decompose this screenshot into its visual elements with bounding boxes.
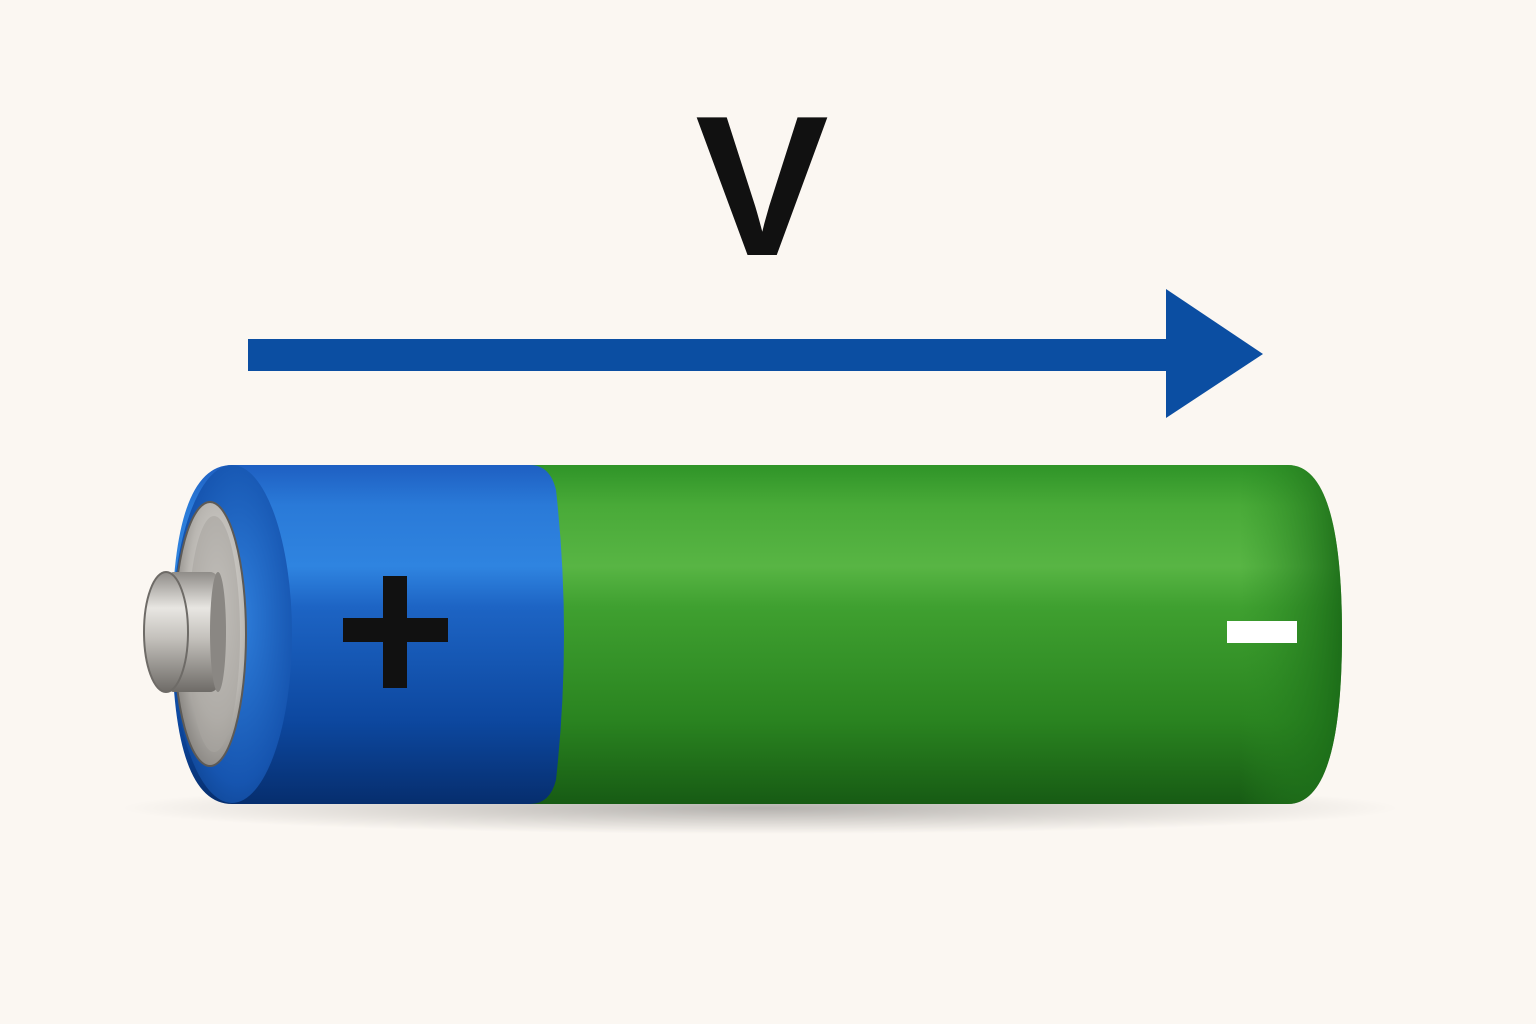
battery-body-negative <box>530 465 1342 804</box>
voltage-label: V <box>695 75 828 298</box>
negative-symbol <box>1227 621 1297 643</box>
positive-terminal <box>143 571 226 693</box>
battery-icon <box>120 465 1400 834</box>
arrow-right-icon <box>248 289 1263 418</box>
positive-symbol <box>343 576 448 688</box>
